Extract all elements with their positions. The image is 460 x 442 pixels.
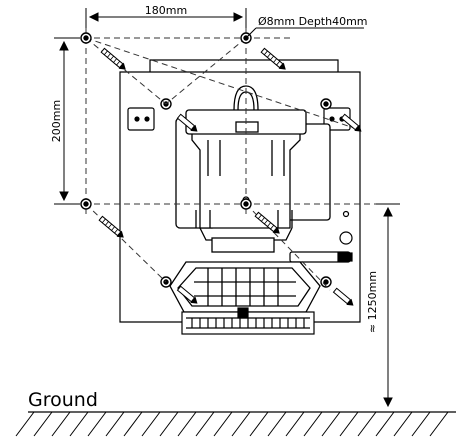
- wall-hole-top-left: [80, 32, 92, 44]
- width-label: 180mm: [145, 4, 187, 17]
- panel-screw-bottom-right: [320, 276, 332, 288]
- wall-anchor-top-left: [100, 47, 126, 70]
- panel-screw-anchor-bottom-right: [332, 287, 354, 306]
- ground-label: Ground: [28, 389, 98, 411]
- height-label: 200mm: [50, 100, 63, 142]
- valve-lever: [289, 251, 353, 263]
- panel-screw-anchor-bottom-left: [176, 285, 198, 304]
- wall-hole-bottom-right: [240, 198, 252, 210]
- height-dimension: [54, 37, 80, 205]
- mount-height-dimension: [376, 203, 400, 408]
- panel-screw-top-right: [320, 98, 332, 110]
- width-dimension: [85, 8, 247, 28]
- wall-anchor-bottom-right: [254, 211, 280, 234]
- wall-anchor-top-right: [260, 47, 286, 70]
- hole-spec-leader: [245, 27, 364, 39]
- wall-hole-top-right: [240, 32, 252, 44]
- mount-height-label: ≈ 1250mm: [366, 271, 379, 333]
- wall-anchor-bottom-left: [98, 215, 124, 238]
- bottom-grille: [181, 307, 315, 335]
- wall-hole-bottom-left: [80, 198, 92, 210]
- hole-spec-label: Ø8mm Depth40mm: [258, 15, 368, 28]
- panel-screw-anchor-top-right: [340, 113, 362, 132]
- ground-hatching: [15, 411, 449, 437]
- motor-body: [175, 109, 331, 241]
- panel-screw-anchor-top-left: [176, 113, 198, 132]
